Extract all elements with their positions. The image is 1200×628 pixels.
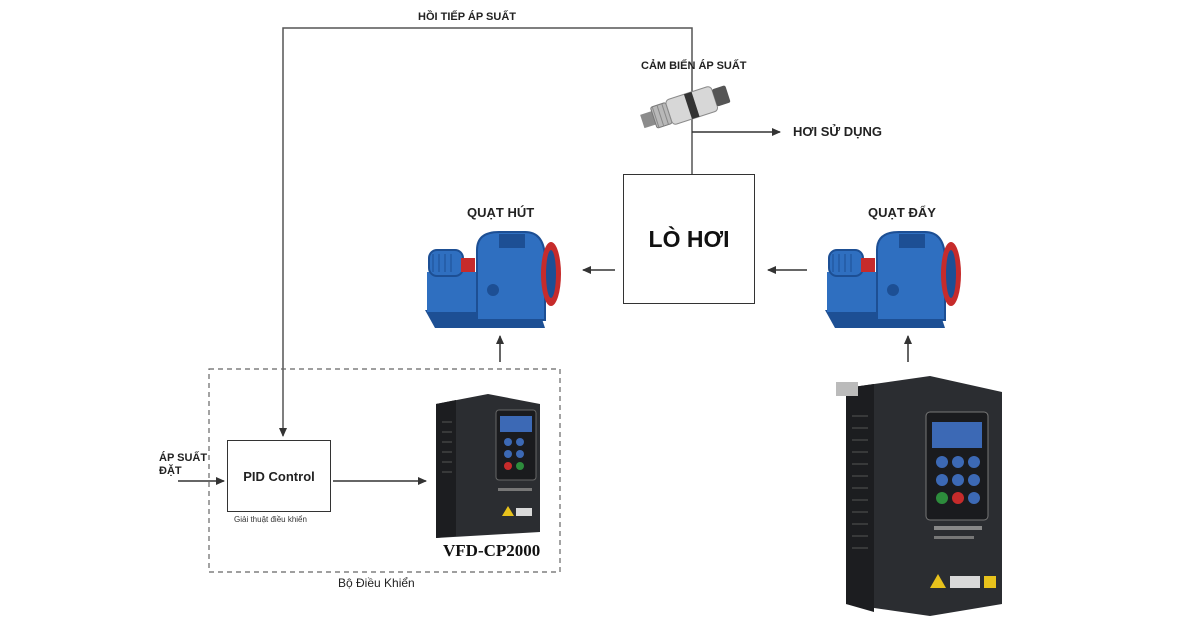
boiler-label: LÒ HƠI — [648, 225, 730, 252]
setpoint-label-line1: ÁP SUẤT — [159, 452, 208, 464]
steam-use-label: HƠI SỬ DỤNG — [793, 124, 883, 139]
push-fan-icon — [825, 231, 961, 328]
vfd-large-icon — [836, 376, 1002, 616]
push-fan-label: QUẠT ĐẨY — [868, 205, 936, 220]
vfd-model-label: VFD-CP2000 — [443, 541, 541, 560]
sensor-label: CẢM BIẾN ÁP SUẤT — [641, 60, 747, 72]
feedback-label: HỒI TIẾP ÁP SUẤT — [418, 11, 517, 23]
controller-group-border — [208, 368, 561, 573]
suction-fan-label: QUẠT HÚT — [467, 205, 535, 220]
controller-group-label: Bộ Điều Khiển — [338, 576, 415, 590]
setpoint-label-line2: ĐẶT — [159, 465, 182, 477]
pressure-sensor-icon — [640, 85, 731, 129]
pid-subtitle: Giải thuật điều khiển — [234, 515, 307, 524]
pid-label: PID Control — [243, 468, 315, 484]
pid-box: PID Control — [227, 440, 331, 512]
boiler-box: LÒ HƠI — [623, 174, 755, 304]
vfd-small-icon — [436, 394, 540, 538]
suction-fan-icon — [425, 231, 561, 328]
